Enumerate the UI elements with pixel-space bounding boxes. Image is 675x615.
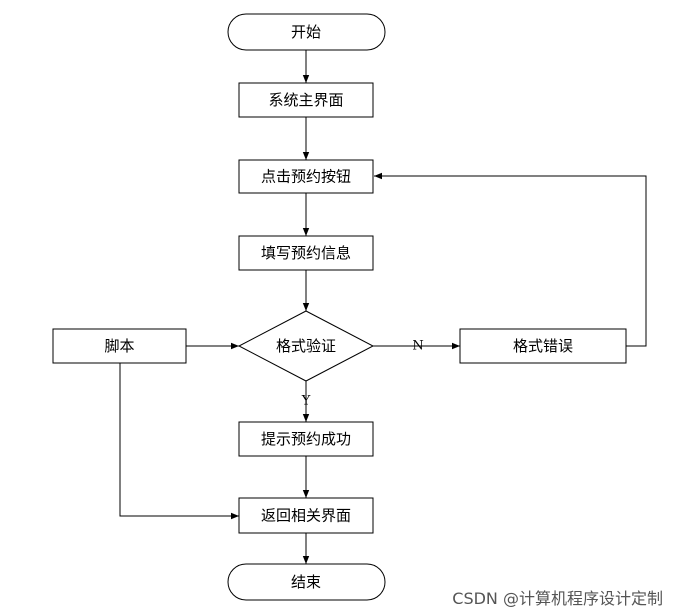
node-main-ui-label: 系统主界面 [268,91,343,109]
node-format-error: 格式错误 [459,328,627,364]
node-return-page: 返回相关界面 [238,497,374,534]
node-script: 脚本 [52,328,187,364]
node-fill-info: 填写预约信息 [238,235,374,271]
node-validate-decision: 格式验证 [237,310,375,382]
node-validate-label: 格式验证 [276,337,336,355]
edge-script-to-return [119,363,239,520]
node-start: 开始 [227,13,386,51]
node-end: 结束 [227,563,386,601]
node-return-page-label: 返回相关界面 [261,507,351,525]
node-click-reserve: 点击预约按钮 [238,159,374,194]
node-success-label: 提示预约成功 [261,430,351,448]
node-start-label: 开始 [291,23,321,41]
node-fill-info-label: 填写预约信息 [261,244,351,262]
node-script-label: 脚本 [104,337,134,355]
edge-label-yes: Y [301,394,311,409]
edge-error-loop-to-click [374,172,647,347]
watermark-text: CSDN @计算机程序设计定制 [452,585,663,609]
connectors [119,50,647,564]
node-end-label: 结束 [291,573,321,591]
node-format-error-label: 格式错误 [513,337,573,355]
node-click-reserve-label: 点击预约按钮 [261,168,351,186]
edge-label-no: N [412,339,423,354]
node-main-ui: 系统主界面 [238,82,374,118]
node-success: 提示预约成功 [238,421,374,457]
